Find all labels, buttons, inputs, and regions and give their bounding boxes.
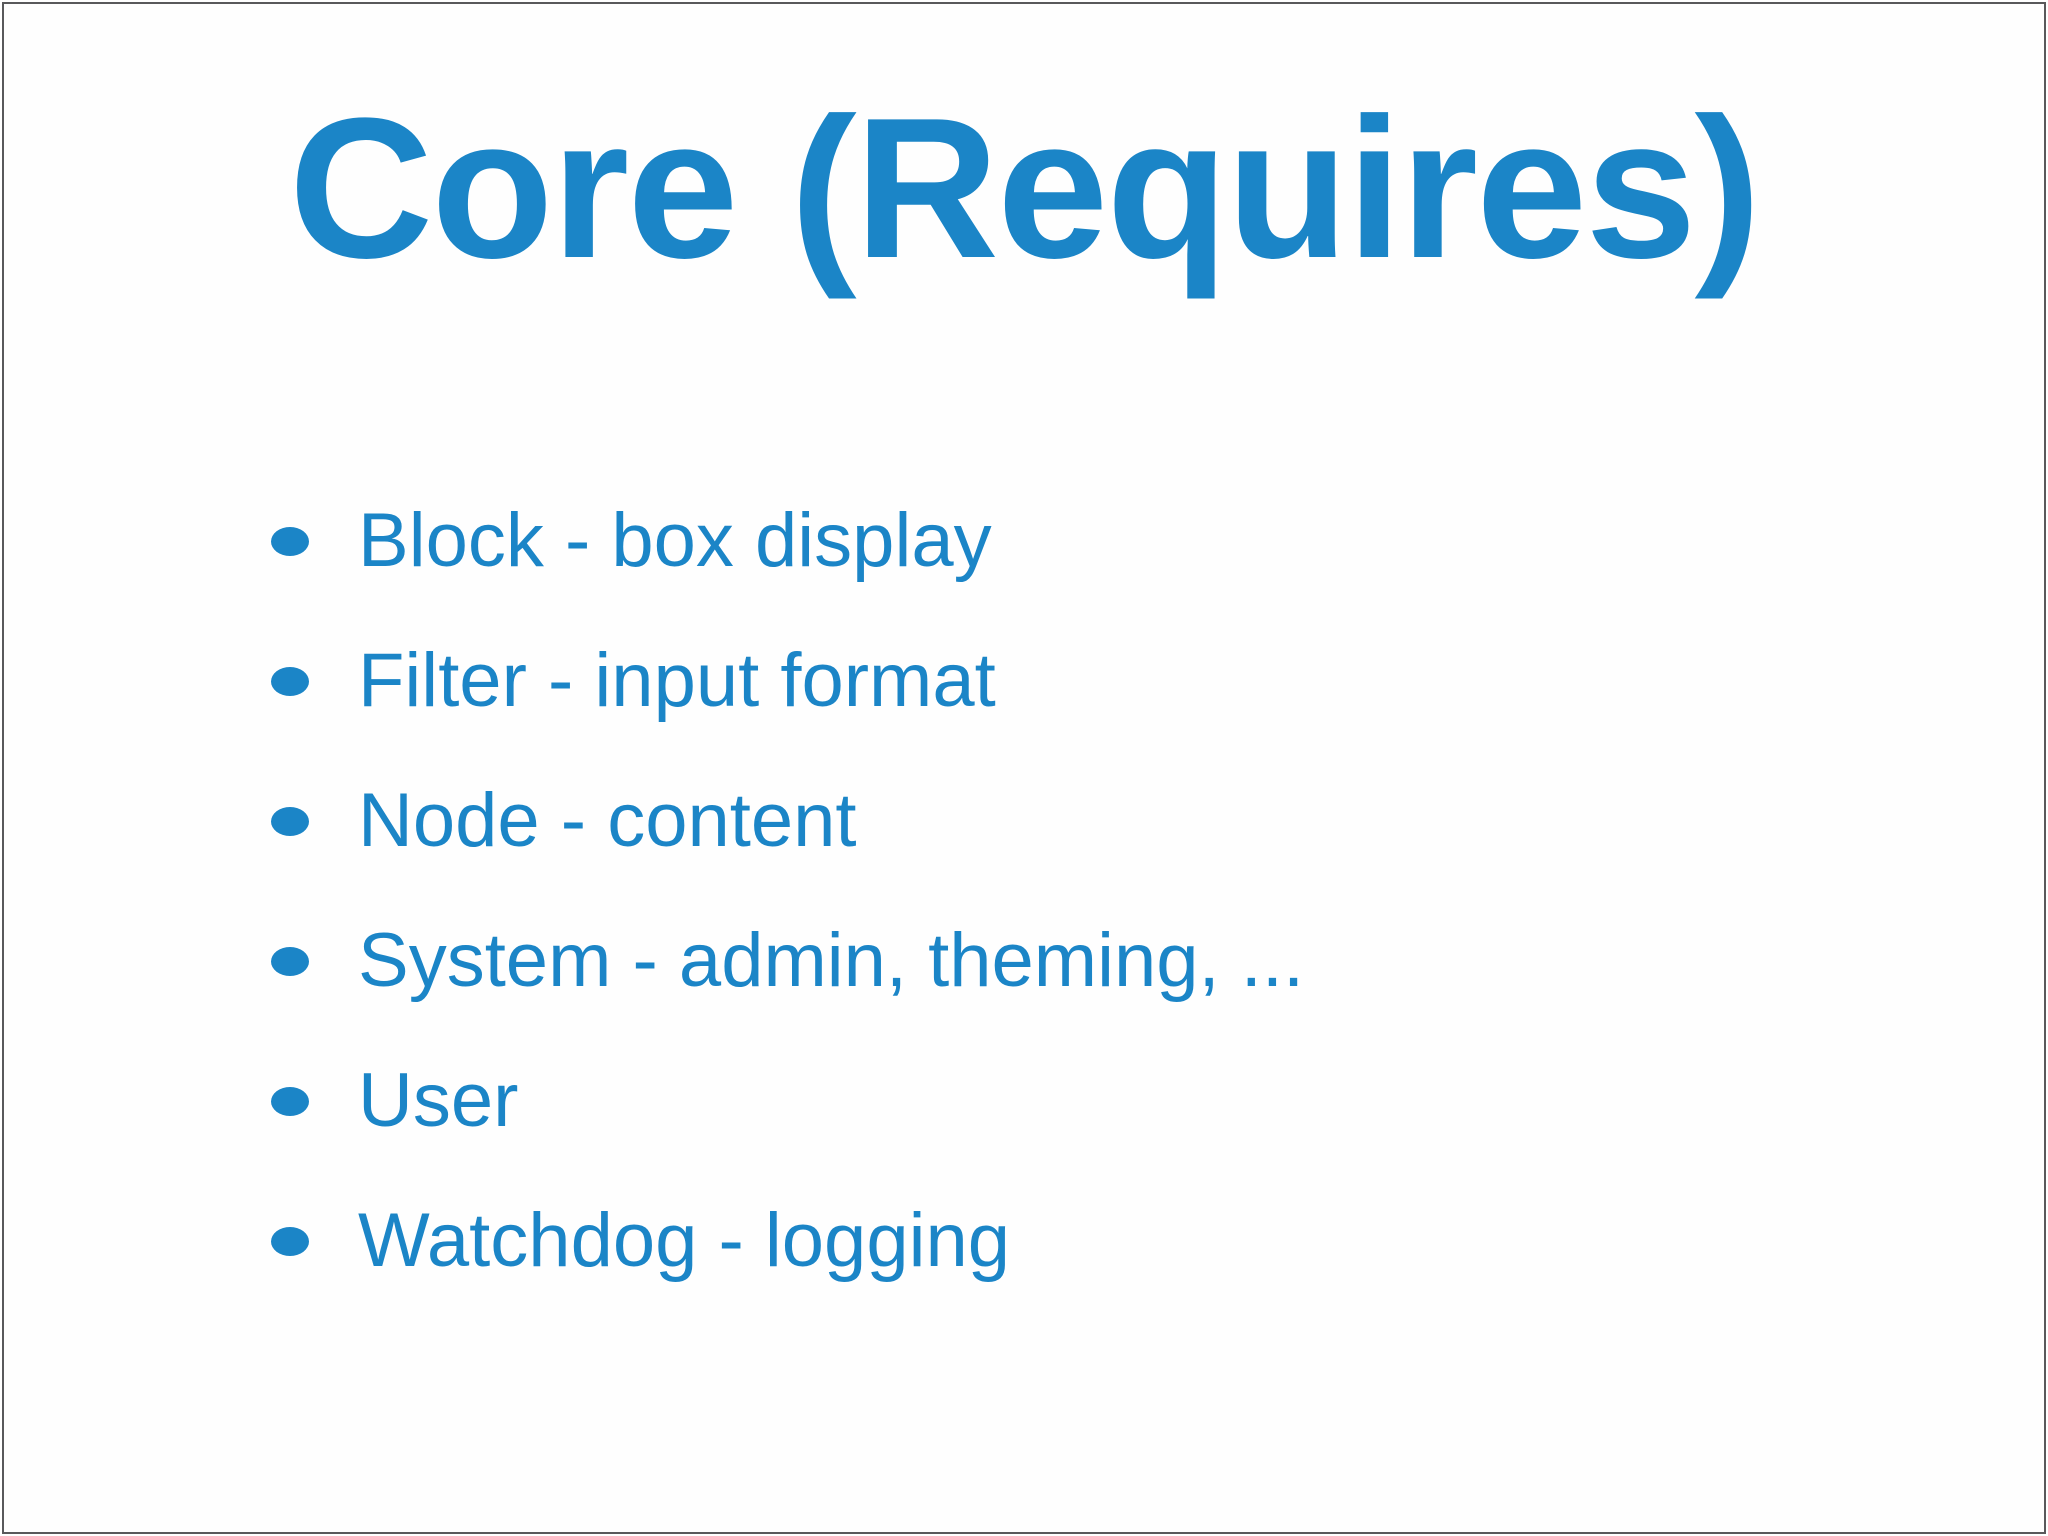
list-item: Filter - input format [271, 611, 2044, 751]
bullet-icon [271, 946, 309, 976]
list-item: Watchdog - logging [271, 1171, 2044, 1311]
slide-title: Core (Requires) [288, 77, 1761, 300]
bullet-icon [271, 806, 309, 836]
list-item-label: System - admin, theming, ... [358, 918, 1305, 1003]
list-item-label: Block - box display [358, 498, 992, 583]
bullet-icon [271, 526, 309, 556]
bullet-list: Block - box display Filter - input forma… [4, 471, 2044, 1311]
bullet-icon [271, 1086, 309, 1116]
bullet-icon [271, 666, 309, 696]
list-item: Block - box display [271, 471, 2044, 611]
list-item-label: Node - content [358, 778, 857, 863]
list-item-label: User [358, 1058, 519, 1143]
bullet-icon [271, 1226, 309, 1256]
list-item: System - admin, theming, ... [271, 891, 2044, 1031]
list-item: User [271, 1031, 2044, 1171]
list-item-label: Filter - input format [358, 638, 996, 723]
list-item-label: Watchdog - logging [358, 1198, 1011, 1283]
list-item: Node - content [271, 751, 2044, 891]
